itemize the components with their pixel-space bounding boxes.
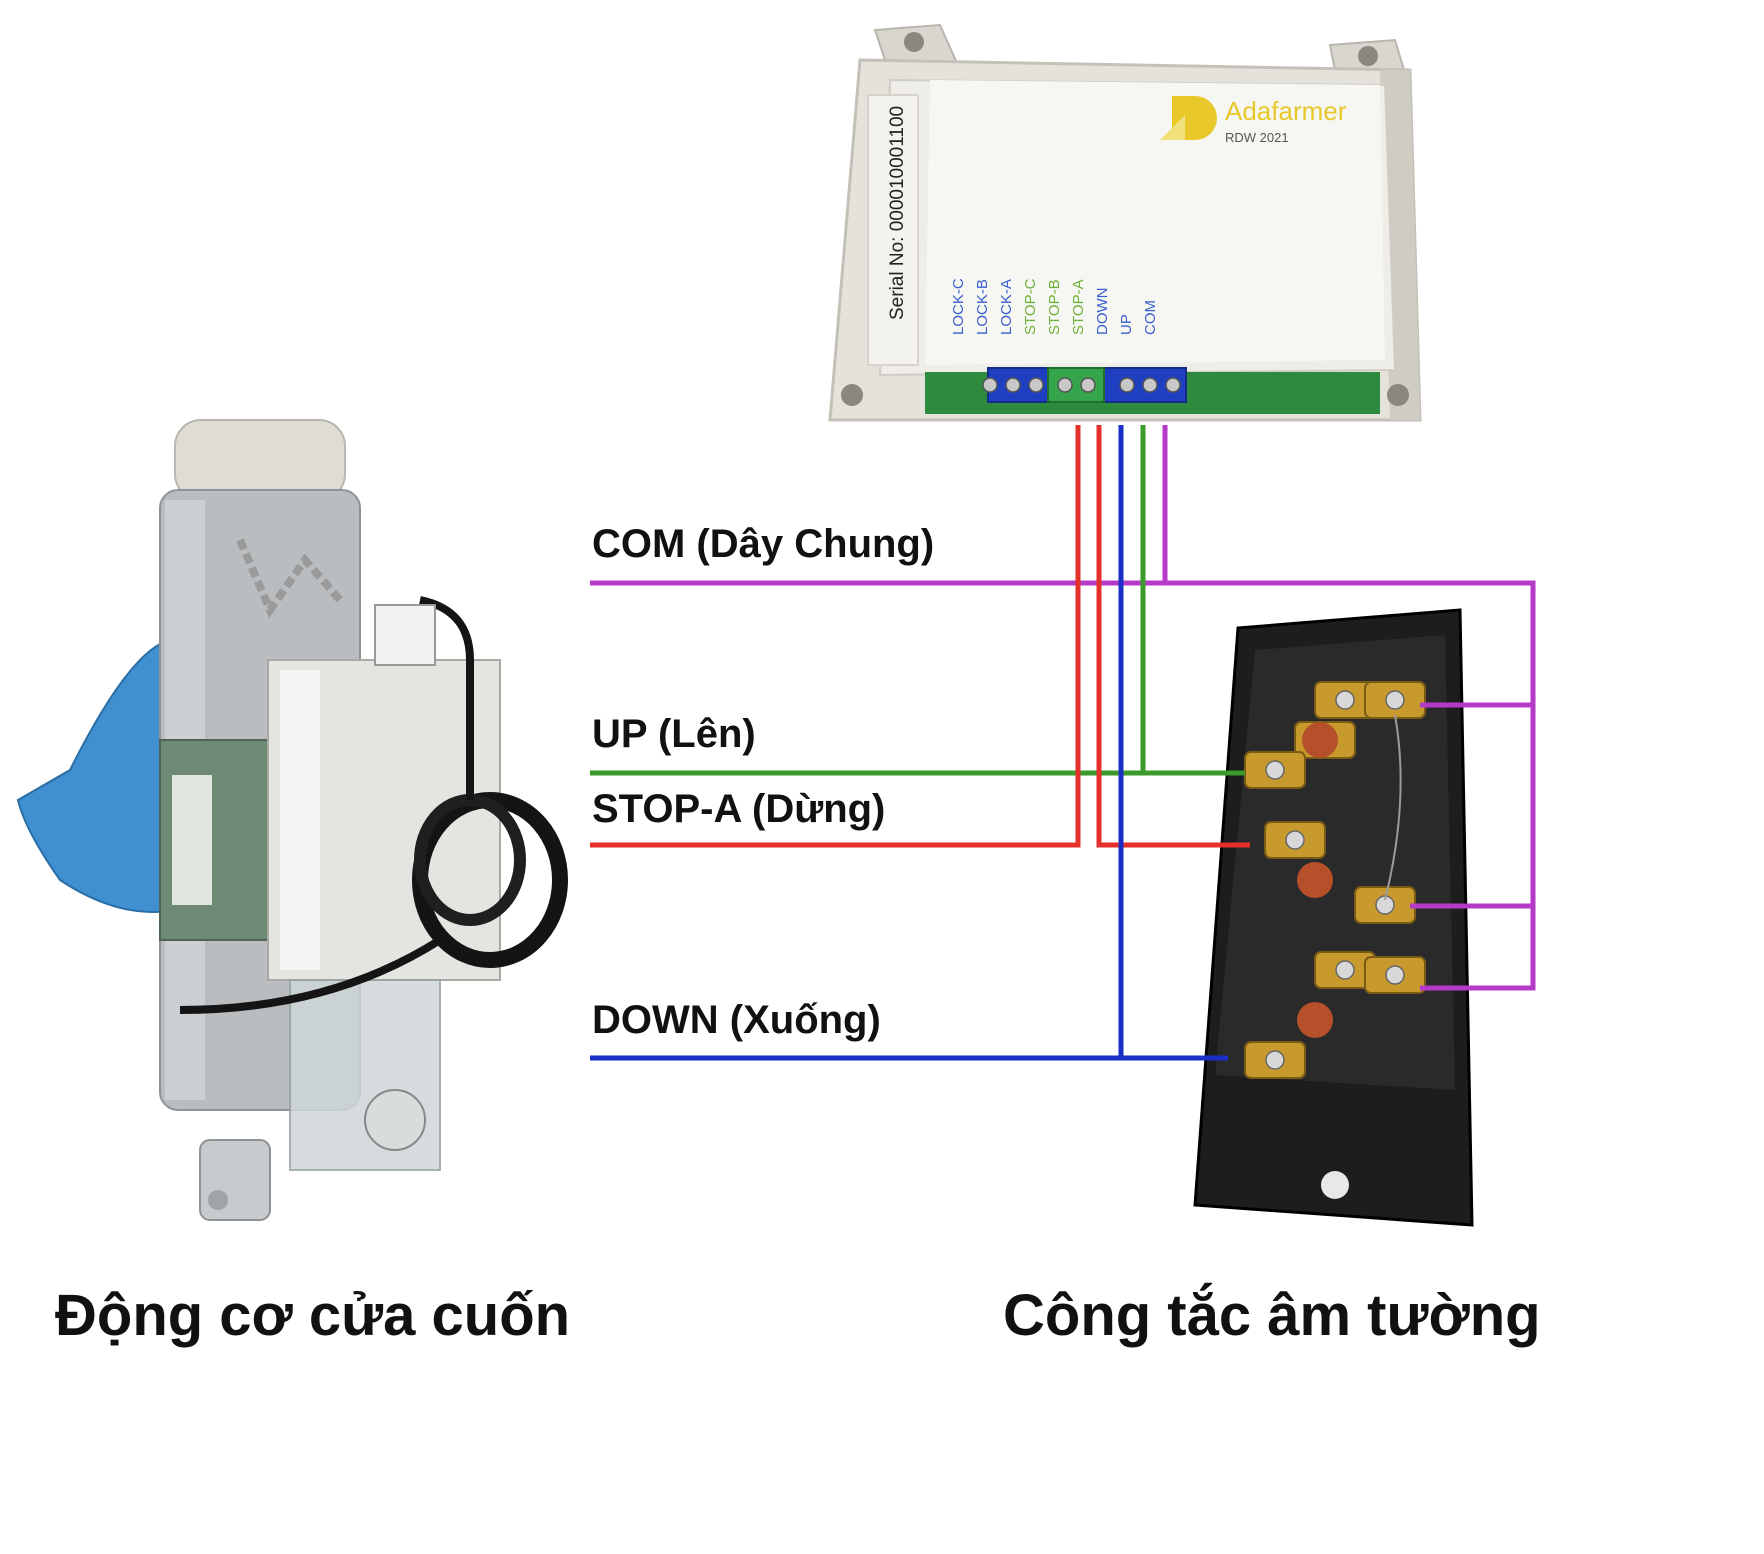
terminal-screws	[982, 377, 1181, 393]
com-wire-label: COM (Dây Chung)	[592, 522, 934, 566]
terminal-screw-icon	[1335, 690, 1355, 710]
terminal-labels: LOCK-C LOCK-B LOCK-A STOP-C STOP-B STOP-A DOWN…	[950, 278, 1159, 335]
terminal-label-lock-c: LOCK-C	[950, 278, 967, 335]
mount-hole-icon	[1387, 384, 1409, 406]
terminal-label-stop-a: STOP-A	[1070, 279, 1087, 335]
terminal-label-lock-a: LOCK-A	[998, 279, 1015, 335]
chain	[236, 538, 344, 619]
terminal-screw-icon	[1119, 377, 1135, 393]
brand-logo-icon	[1160, 96, 1217, 140]
motor-bag	[16, 638, 192, 913]
com-wire	[590, 580, 1536, 991]
brand-name: Adafarmer	[1225, 96, 1347, 126]
terminal-screw-icon	[1057, 377, 1073, 393]
terminal-screw-icon	[1165, 377, 1181, 393]
terminal-screw-icon	[1285, 830, 1305, 850]
terminal-screw-icon	[1080, 377, 1096, 393]
terminal-label-up: UP	[1118, 314, 1135, 335]
cable	[419, 596, 474, 800]
terminal-screw-icon	[1385, 690, 1405, 710]
stop-a-wire-right	[1096, 425, 1250, 848]
switch-button	[1297, 1002, 1333, 1038]
roller-door-motor	[16, 419, 568, 1221]
up-wire-label: UP (Lên)	[592, 712, 756, 756]
gear-icon	[364, 1089, 426, 1151]
terminal-screw-icon	[1005, 377, 1021, 393]
terminal-screw-icon	[1028, 377, 1044, 393]
bolt-icon	[208, 1190, 228, 1210]
switch-caption: Công tắc âm tường	[1003, 1283, 1541, 1348]
wall-switch	[1193, 608, 1474, 1227]
terminal-label-down: DOWN	[1094, 288, 1111, 336]
terminal-label-lock-b: LOCK-B	[974, 279, 991, 335]
stop-a-wire-label: STOP-A (Dừng)	[592, 787, 885, 831]
terminal-screw-icon	[982, 377, 998, 393]
mount-hole-icon	[841, 384, 863, 406]
terminal-screw-icon	[1265, 760, 1285, 780]
mount-hole-icon	[904, 32, 924, 52]
terminal-screw-icon	[1385, 965, 1405, 985]
switch-button	[1297, 862, 1333, 898]
terminal-label-stop-c: STOP-C	[1022, 278, 1039, 335]
mount-hole-icon	[1358, 46, 1378, 66]
screw-hole-icon	[1321, 1171, 1349, 1199]
wires	[590, 425, 1536, 1061]
switch-button	[1302, 722, 1338, 758]
terminal-label-stop-b: STOP-B	[1046, 279, 1063, 335]
terminal-screw-icon	[1142, 377, 1158, 393]
controller-box: Adafarmer RDW 2021 Serial No: 0000100011…	[828, 23, 1422, 422]
switch-terminals	[1244, 681, 1426, 1079]
terminal-screw-icon	[1335, 960, 1355, 980]
model-number: RDW 2021	[1225, 130, 1289, 145]
down-wire-label: DOWN (Xuống)	[592, 998, 881, 1042]
terminal-label-com: COM	[1142, 300, 1159, 335]
terminal-screw-icon	[1265, 1050, 1285, 1070]
motor-caption: Động cơ cửa cuốn	[55, 1283, 570, 1348]
stop-a-wire-left	[590, 425, 1081, 848]
serial-number: Serial No: 000010001100	[887, 106, 908, 320]
